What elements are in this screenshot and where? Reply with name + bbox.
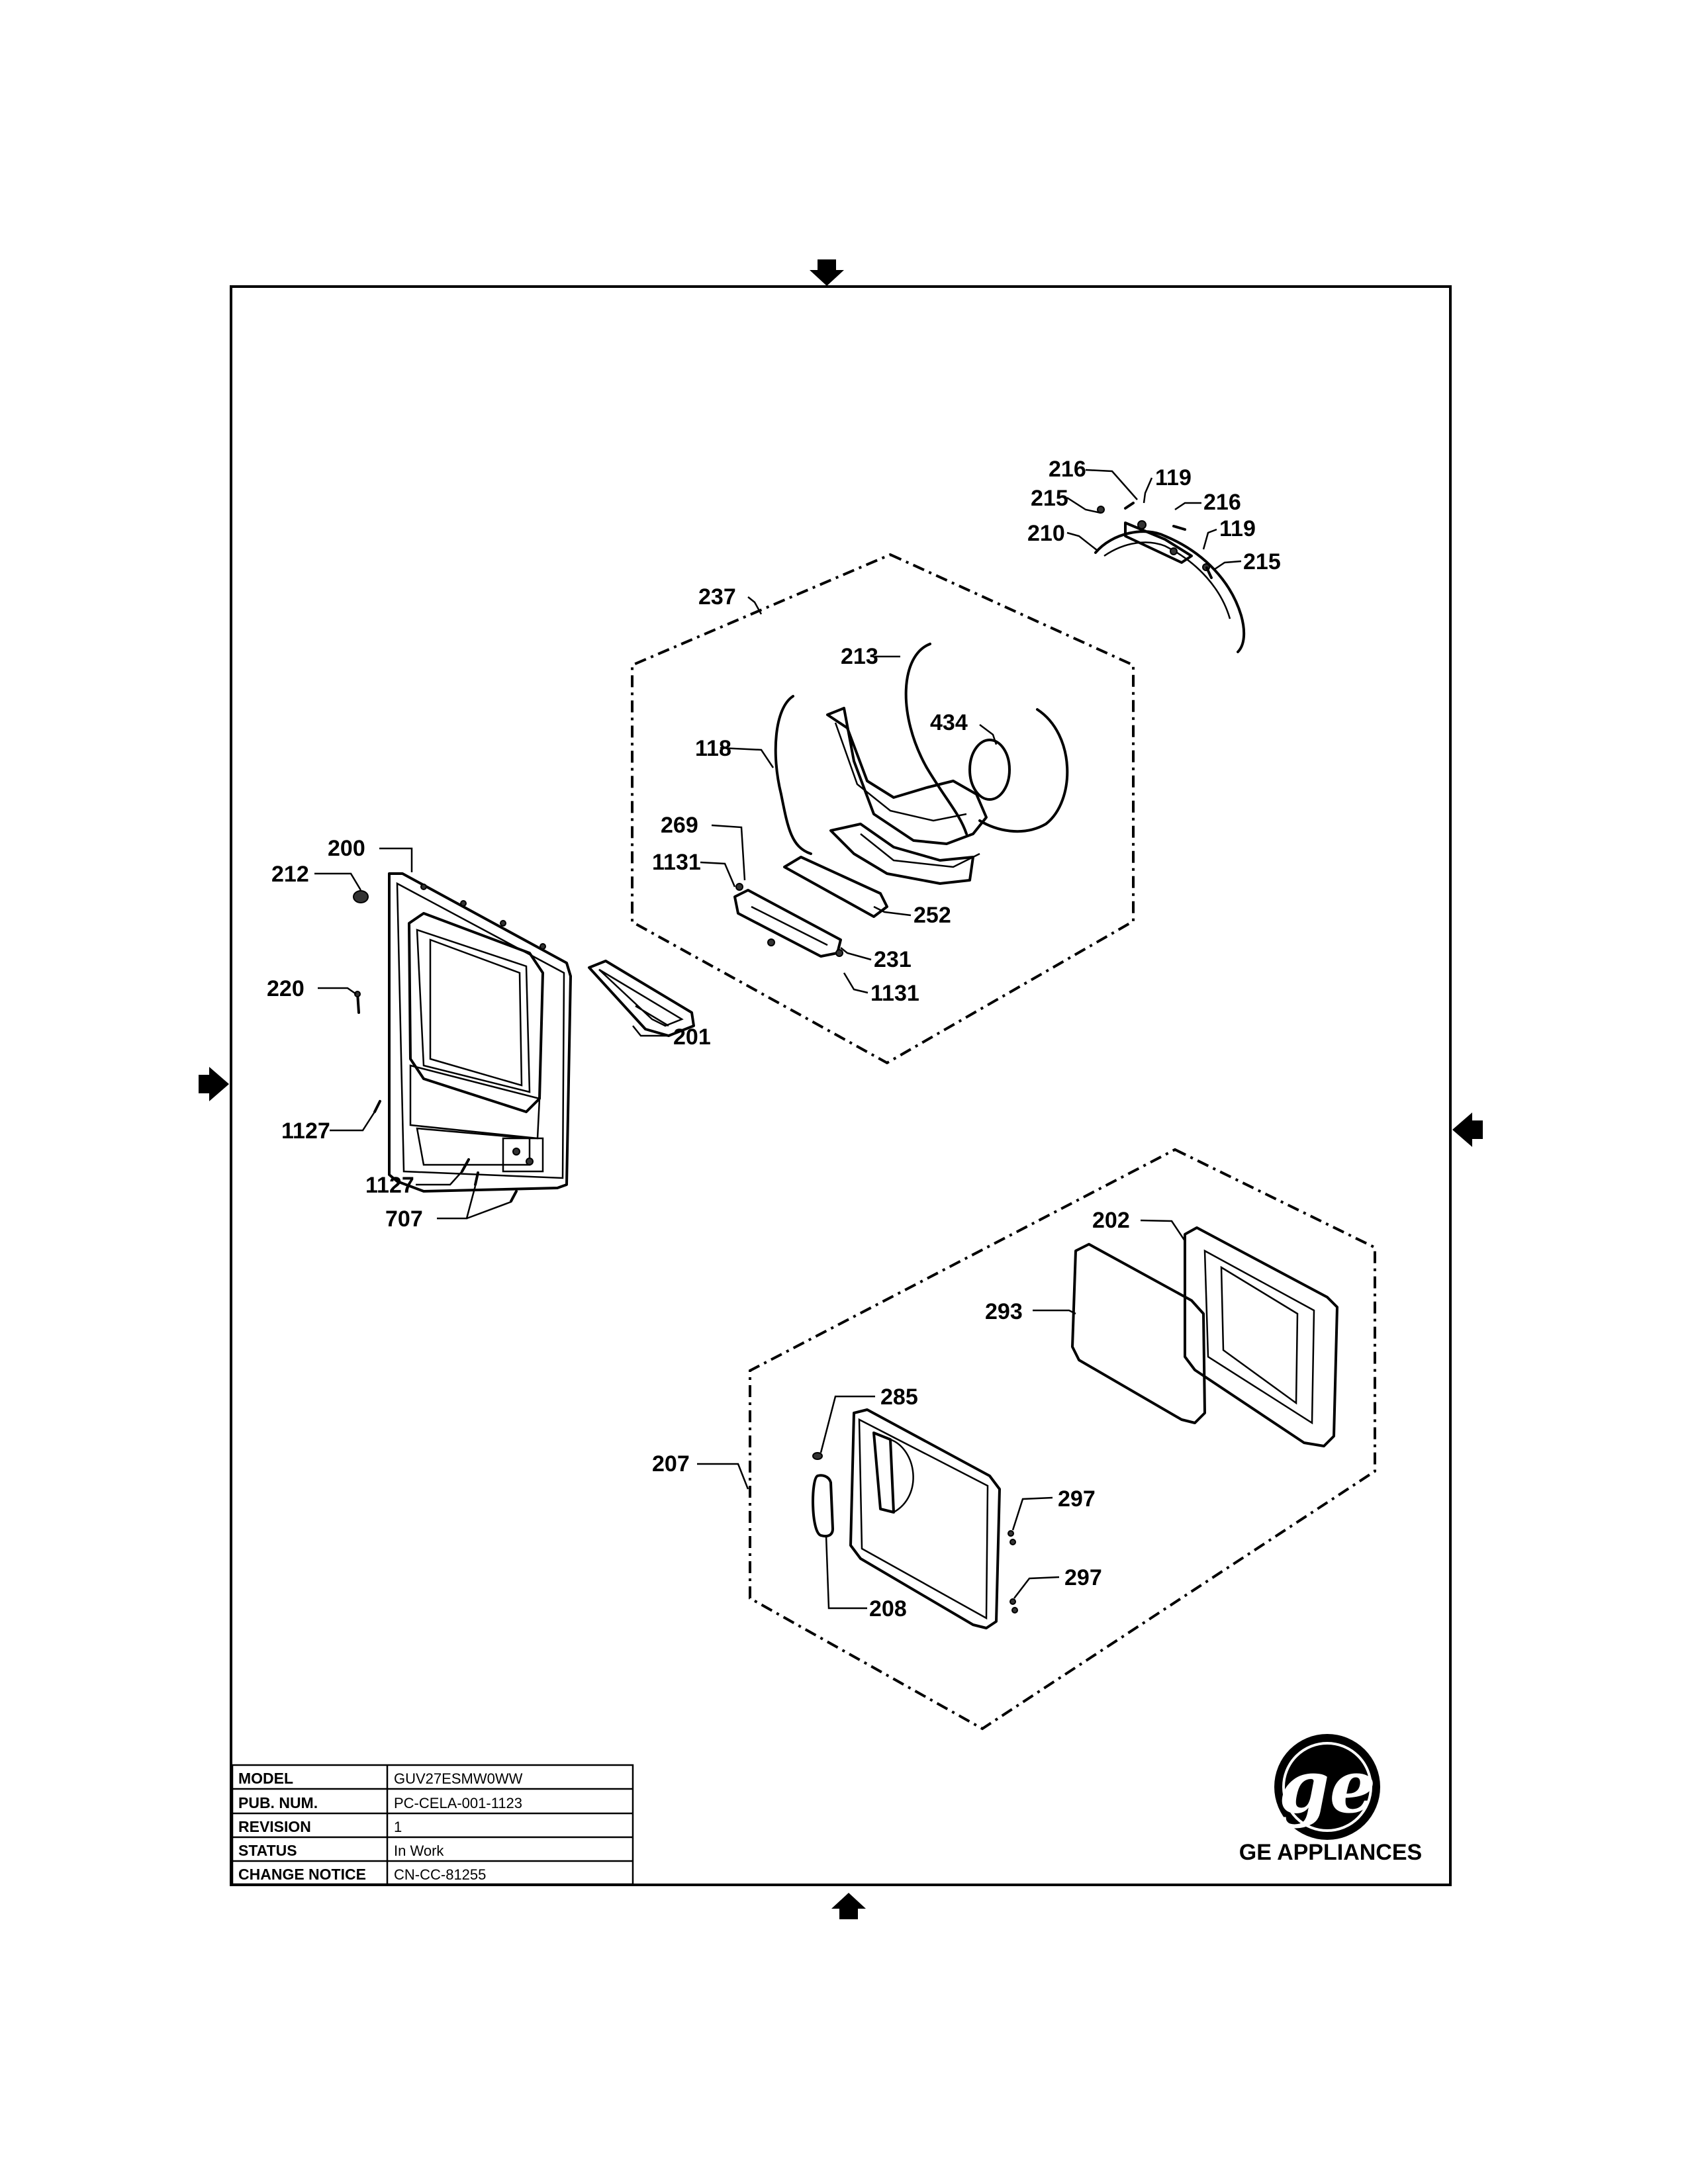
callout-707: 707 bbox=[385, 1206, 423, 1232]
callout-220: 220 bbox=[267, 976, 305, 1001]
callout-216a: 216 bbox=[1049, 457, 1086, 482]
right-center-arrow-icon bbox=[1452, 1113, 1483, 1147]
callout-208: 208 bbox=[869, 1596, 907, 1621]
callout-252: 252 bbox=[914, 903, 951, 928]
callout-216b: 216 bbox=[1203, 490, 1241, 515]
status-label: STATUS bbox=[238, 1842, 297, 1859]
callout-297b: 297 bbox=[1064, 1565, 1102, 1590]
top-center-arrow-icon bbox=[810, 259, 844, 286]
callout-1131b: 1131 bbox=[870, 981, 919, 1006]
duct-assembly-group-outline bbox=[631, 553, 1135, 1065]
callout-207: 207 bbox=[652, 1451, 690, 1477]
bottom-center-arrow-icon bbox=[831, 1893, 866, 1919]
callout-202: 202 bbox=[1092, 1208, 1130, 1233]
screw-707-part bbox=[474, 1171, 518, 1203]
callout-118: 118 bbox=[695, 736, 731, 761]
front-panel-part bbox=[388, 872, 572, 1193]
change-notice-label: CHANGE NOTICE bbox=[238, 1866, 366, 1883]
door-assembly-group-outline bbox=[749, 1148, 1376, 1731]
callout-labels: 216 119 215 216 210 119 215 237 213 434 … bbox=[267, 457, 1281, 1621]
brand-name: GE APPLIANCES bbox=[1239, 1840, 1422, 1865]
callout-210: 210 bbox=[1027, 521, 1065, 546]
screw-1127b-part bbox=[461, 1158, 470, 1173]
callout-119b: 119 bbox=[1219, 516, 1256, 541]
callout-434: 434 bbox=[930, 710, 968, 735]
duct-assembly-parts bbox=[733, 643, 1069, 958]
callout-200: 200 bbox=[328, 836, 365, 861]
control-panel-part bbox=[588, 960, 695, 1037]
revision-value: 1 bbox=[394, 1819, 402, 1835]
ge-monogram-icon: ge bbox=[1274, 1734, 1380, 1840]
title-block: MODEL GUV27ESMW0WW PUB. NUM. PC-CELA-001… bbox=[231, 1764, 634, 1886]
model-label: MODEL bbox=[238, 1770, 293, 1787]
callout-269: 269 bbox=[661, 813, 698, 838]
change-notice-value: CN-CC-81255 bbox=[394, 1866, 486, 1883]
callout-215b: 215 bbox=[1243, 549, 1281, 574]
callout-237: 237 bbox=[698, 584, 736, 610]
callout-1127a: 1127 bbox=[281, 1118, 330, 1144]
callout-1127b: 1127 bbox=[365, 1173, 414, 1198]
revision-label: REVISION bbox=[238, 1818, 311, 1835]
callout-231: 231 bbox=[874, 947, 912, 972]
left-center-arrow-icon bbox=[199, 1067, 229, 1101]
callout-293: 293 bbox=[985, 1299, 1023, 1324]
callout-119a: 119 bbox=[1155, 465, 1192, 490]
door-assembly-parts bbox=[812, 1226, 1338, 1629]
callout-213: 213 bbox=[841, 644, 878, 669]
callout-215a: 215 bbox=[1031, 486, 1068, 511]
callout-1131a: 1131 bbox=[652, 850, 701, 875]
hinge-bracket-parts bbox=[1094, 502, 1246, 653]
pub-num-label: PUB. NUM. bbox=[238, 1794, 318, 1811]
status-value: In Work bbox=[394, 1843, 444, 1859]
pub-num-value: PC-CELA-001-1123 bbox=[394, 1795, 522, 1811]
model-value: GUV27ESMW0WW bbox=[394, 1770, 523, 1787]
knob-part bbox=[353, 890, 369, 903]
screw-220-part bbox=[354, 991, 361, 1014]
screw-1127a-part bbox=[373, 1100, 381, 1113]
callout-285: 285 bbox=[880, 1385, 918, 1410]
callout-297a: 297 bbox=[1058, 1486, 1096, 1512]
leader-lines bbox=[314, 469, 1242, 1610]
svg-text:ge: ge bbox=[1279, 1744, 1376, 1829]
callout-212: 212 bbox=[271, 862, 309, 887]
callout-201: 201 bbox=[673, 1024, 711, 1050]
drawing-frame bbox=[230, 285, 1452, 1886]
